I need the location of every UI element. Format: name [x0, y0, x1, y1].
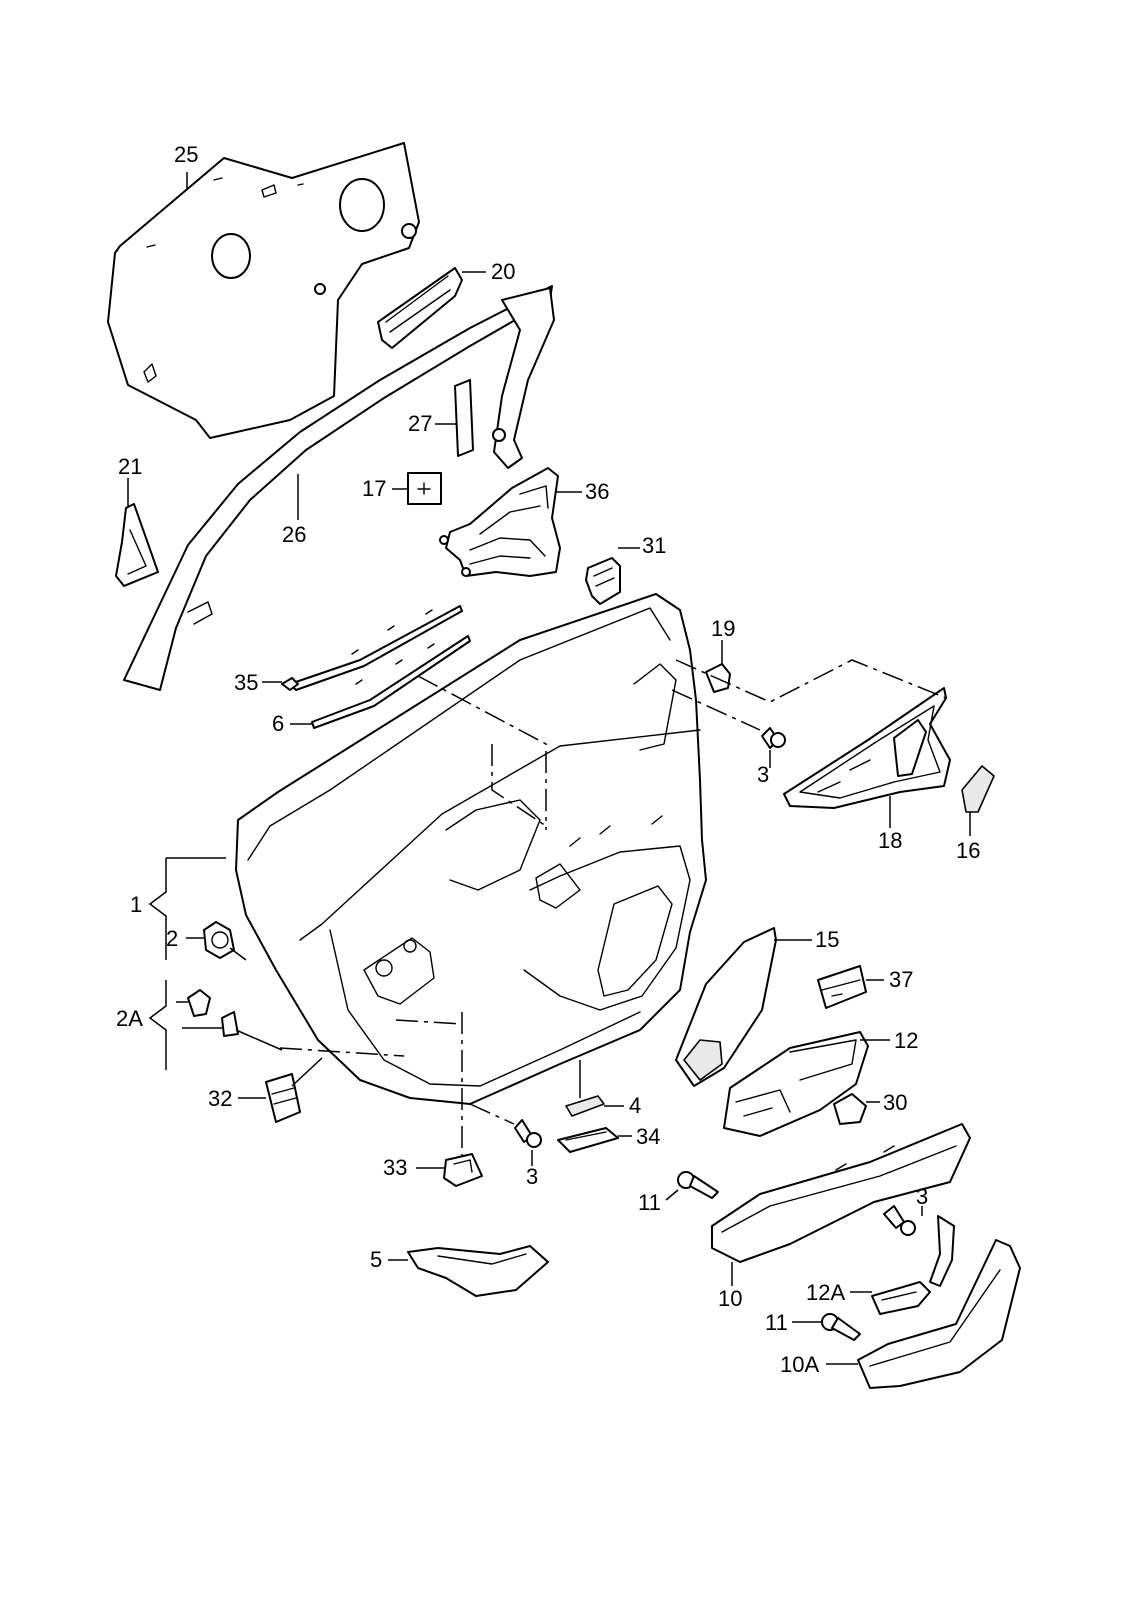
- part-17-pad: [407, 472, 442, 505]
- label-1: 1: [130, 892, 142, 917]
- label-32: 32: [208, 1086, 232, 1111]
- label-37: 37: [889, 967, 913, 992]
- label-19: 19: [711, 616, 735, 641]
- label-3-top: 3: [757, 762, 769, 787]
- part-2-clip: [203, 921, 235, 959]
- label-6: 6: [272, 711, 284, 736]
- label-4: 4: [629, 1093, 641, 1118]
- part-32-cover: [265, 1073, 301, 1123]
- label-30: 30: [883, 1090, 907, 1115]
- part-27-strip: [454, 379, 474, 457]
- part-26-window-trim: [123, 285, 555, 691]
- part-labels: 25 20 27 17 36 21 26 31 19 35 6 3 18 16 …: [116, 142, 980, 1377]
- label-18: 18: [878, 828, 902, 853]
- label-35: 35: [234, 670, 258, 695]
- part-3-screw-top: [761, 727, 786, 749]
- part-5-pocket-insert: [407, 1245, 549, 1297]
- part-30-switch: [833, 1093, 867, 1125]
- part-12-switch-module: [723, 1031, 869, 1137]
- part-34-cover: [557, 1127, 619, 1153]
- part-2a-retainer: [187, 989, 239, 1037]
- part-15-speaker-cover: [675, 927, 777, 1087]
- part-25-insulation-sheet: [107, 142, 420, 439]
- part-10-armrest: [711, 1123, 971, 1263]
- label-25: 25: [174, 142, 198, 167]
- part-11-screw-top: [677, 1171, 719, 1199]
- part-35-strip: [281, 605, 463, 691]
- label-16: 16: [956, 838, 980, 863]
- label-11-top: 11: [638, 1190, 661, 1215]
- part-31-switch: [585, 557, 621, 605]
- label-10a: 10A: [780, 1352, 819, 1377]
- label-3-right: 3: [916, 1184, 928, 1209]
- label-27: 27: [408, 411, 432, 436]
- leader-lines: [127, 172, 971, 1365]
- part-10a-armrest: [857, 1239, 1021, 1389]
- part-11-screw-bottom: [821, 1313, 861, 1341]
- label-26: 26: [282, 522, 306, 547]
- label-31: 31: [642, 533, 666, 558]
- part-20-cover: [377, 267, 463, 349]
- part-16-grille: [961, 765, 995, 813]
- label-17: 17: [362, 476, 386, 501]
- label-5: 5: [370, 1247, 382, 1272]
- part-36-handle-carrier: [439, 467, 561, 577]
- label-2: 2: [166, 926, 178, 951]
- label-12: 12: [894, 1028, 918, 1053]
- part-21-corner-trim: [115, 503, 159, 587]
- assembly-dash-lines: [279, 659, 947, 1156]
- label-15: 15: [815, 927, 839, 952]
- part-18-handle-bezel: [783, 687, 951, 809]
- label-11-bottom: 11: [765, 1310, 788, 1335]
- part-33-switch: [443, 1153, 483, 1187]
- label-12a: 12A: [806, 1280, 845, 1305]
- label-33: 33: [383, 1155, 407, 1180]
- part-12a-switch: [871, 1215, 955, 1315]
- label-34: 34: [636, 1124, 660, 1149]
- label-10: 10: [718, 1286, 742, 1311]
- part-3-screw-right: [883, 1205, 916, 1236]
- label-21: 21: [118, 454, 142, 479]
- part-37-switch: [817, 965, 867, 1009]
- part-6-strip: [311, 635, 471, 729]
- label-36: 36: [585, 479, 609, 504]
- part-3-screw-bottom: [514, 1119, 542, 1148]
- part-4-cover: [565, 1095, 605, 1117]
- label-2a: 2A: [116, 1006, 143, 1031]
- part-1-door-trim-panel: [235, 593, 707, 1105]
- label-3-bottom: 3: [526, 1164, 538, 1189]
- label-20: 20: [491, 259, 515, 284]
